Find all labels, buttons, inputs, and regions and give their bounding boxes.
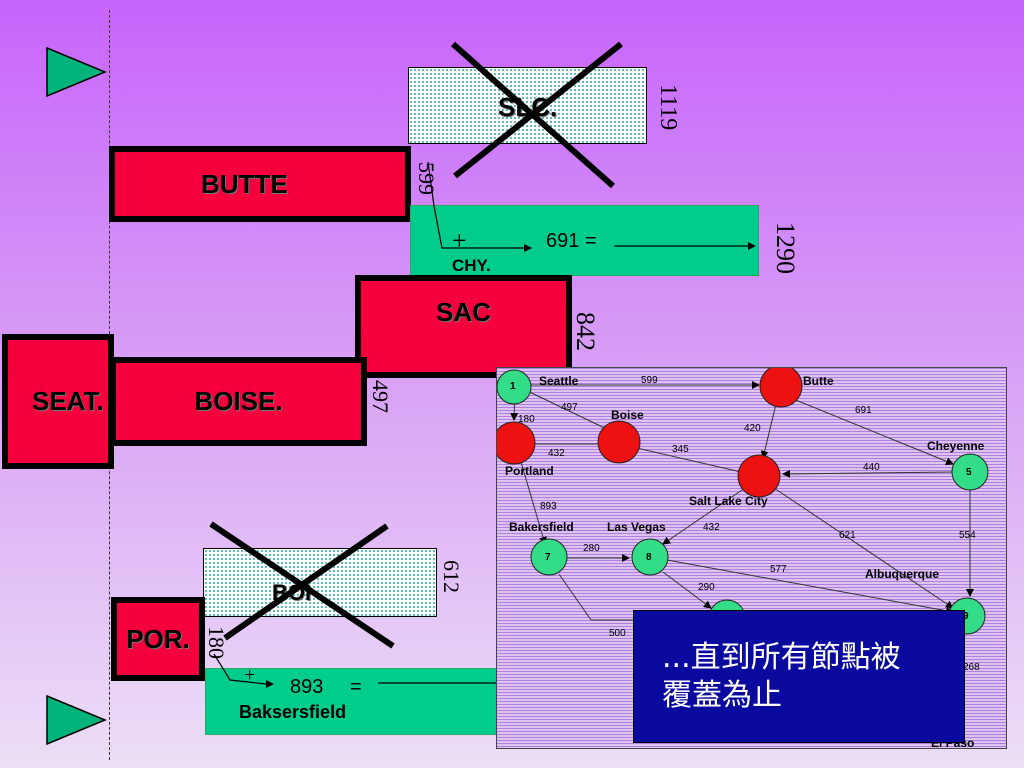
chy-plus: + [452,226,467,255]
node-label-bakersfield: Bakersfield [509,520,574,534]
bakersfield-box [205,668,512,735]
boi-value: 612 [439,560,464,593]
edge-weight: 432 [703,522,720,533]
callout-line-1: ...直到所有節點被 [662,640,901,675]
node-label-cheyenne: Cheyenne [927,439,985,453]
chy-total: 1290 [771,222,800,274]
node-label-butte: Butte [803,374,834,388]
sac-label: SAC [436,297,491,327]
butte-label: BUTTE [201,168,288,199]
node-label-slc: Salt Lake City [689,494,768,508]
bakersfield-equals: = [350,676,362,698]
boise-label: BOISE. [194,386,283,416]
cross-out-mark-boi [209,521,395,649]
chy-sum: 691 = [546,230,597,252]
butte-box: BUTTE [109,146,411,222]
boise-value: 497 [368,380,393,413]
edge-weight: 432 [548,448,565,459]
chy-label: CHY. [452,256,491,275]
edge-weight: 621 [839,530,856,541]
callout-line-2: 覆蓋為止 [662,678,782,713]
node-label-seattle: Seattle [539,374,579,388]
boise-box: BOISE. [110,357,367,446]
node-label-albuquerque: Albuquerque [865,567,939,581]
callout-box: ...直到所有節點被 覆蓋為止 [633,610,965,743]
node-num-cheyenne: 5 [966,467,972,478]
chy-box [410,205,759,276]
butte-edge-value: 599 [414,162,439,195]
edge-weight: 440 [863,462,880,473]
node-num-albuquerque: 9 [963,611,969,622]
sac-value: 842 [571,312,600,351]
por-box: POR. [111,597,205,681]
node-label-boise: Boise [611,408,644,422]
chy-arrows [427,161,756,252]
cross-out-mark-slc [451,41,623,189]
node-num-lasvegas: 8 [646,552,652,563]
node-label-lasvegas: Las Vegas [607,520,666,534]
edge-weight: 280 [583,543,600,554]
slc-box [408,67,647,144]
edge-weight: 599 [641,375,658,386]
bakersfield-arrows [213,653,508,688]
bakersfield-plus: + [244,664,256,686]
por-edge-value: 180 [204,626,229,659]
bakersfield-num: 893 [290,676,324,698]
edge-weight: 577 [770,564,787,575]
bakersfield-label: Baksersfield [239,702,347,722]
node-num-bakersfield: 7 [545,552,551,563]
sac-box: SAC [355,275,572,378]
edge-weight: 180 [518,414,535,425]
play-triangle-icon[interactable] [45,46,107,98]
node-label-portland: Portland [505,464,554,478]
seat-label: SEAT. [32,386,104,416]
node-num-seattle: 1 [510,381,516,392]
edge-weight: 268 [963,662,980,673]
play-triangle-icon[interactable] [45,694,107,746]
slc-value: 1119 [655,84,681,131]
seat-box: SEAT. [2,334,114,469]
edge-weight: 893 [540,501,557,512]
edge-weight: 420 [744,423,761,434]
edge-weight: 554 [959,530,976,541]
edge-weight: 345 [672,444,689,455]
edge-weight: 691 [855,405,872,416]
edge-weight: 290 [698,582,715,593]
boi-box [203,548,437,617]
network-edges [497,368,989,637]
por-label: POR. [126,623,190,654]
edge-weight: 500 [609,628,626,639]
edge-weight: 497 [561,402,578,413]
